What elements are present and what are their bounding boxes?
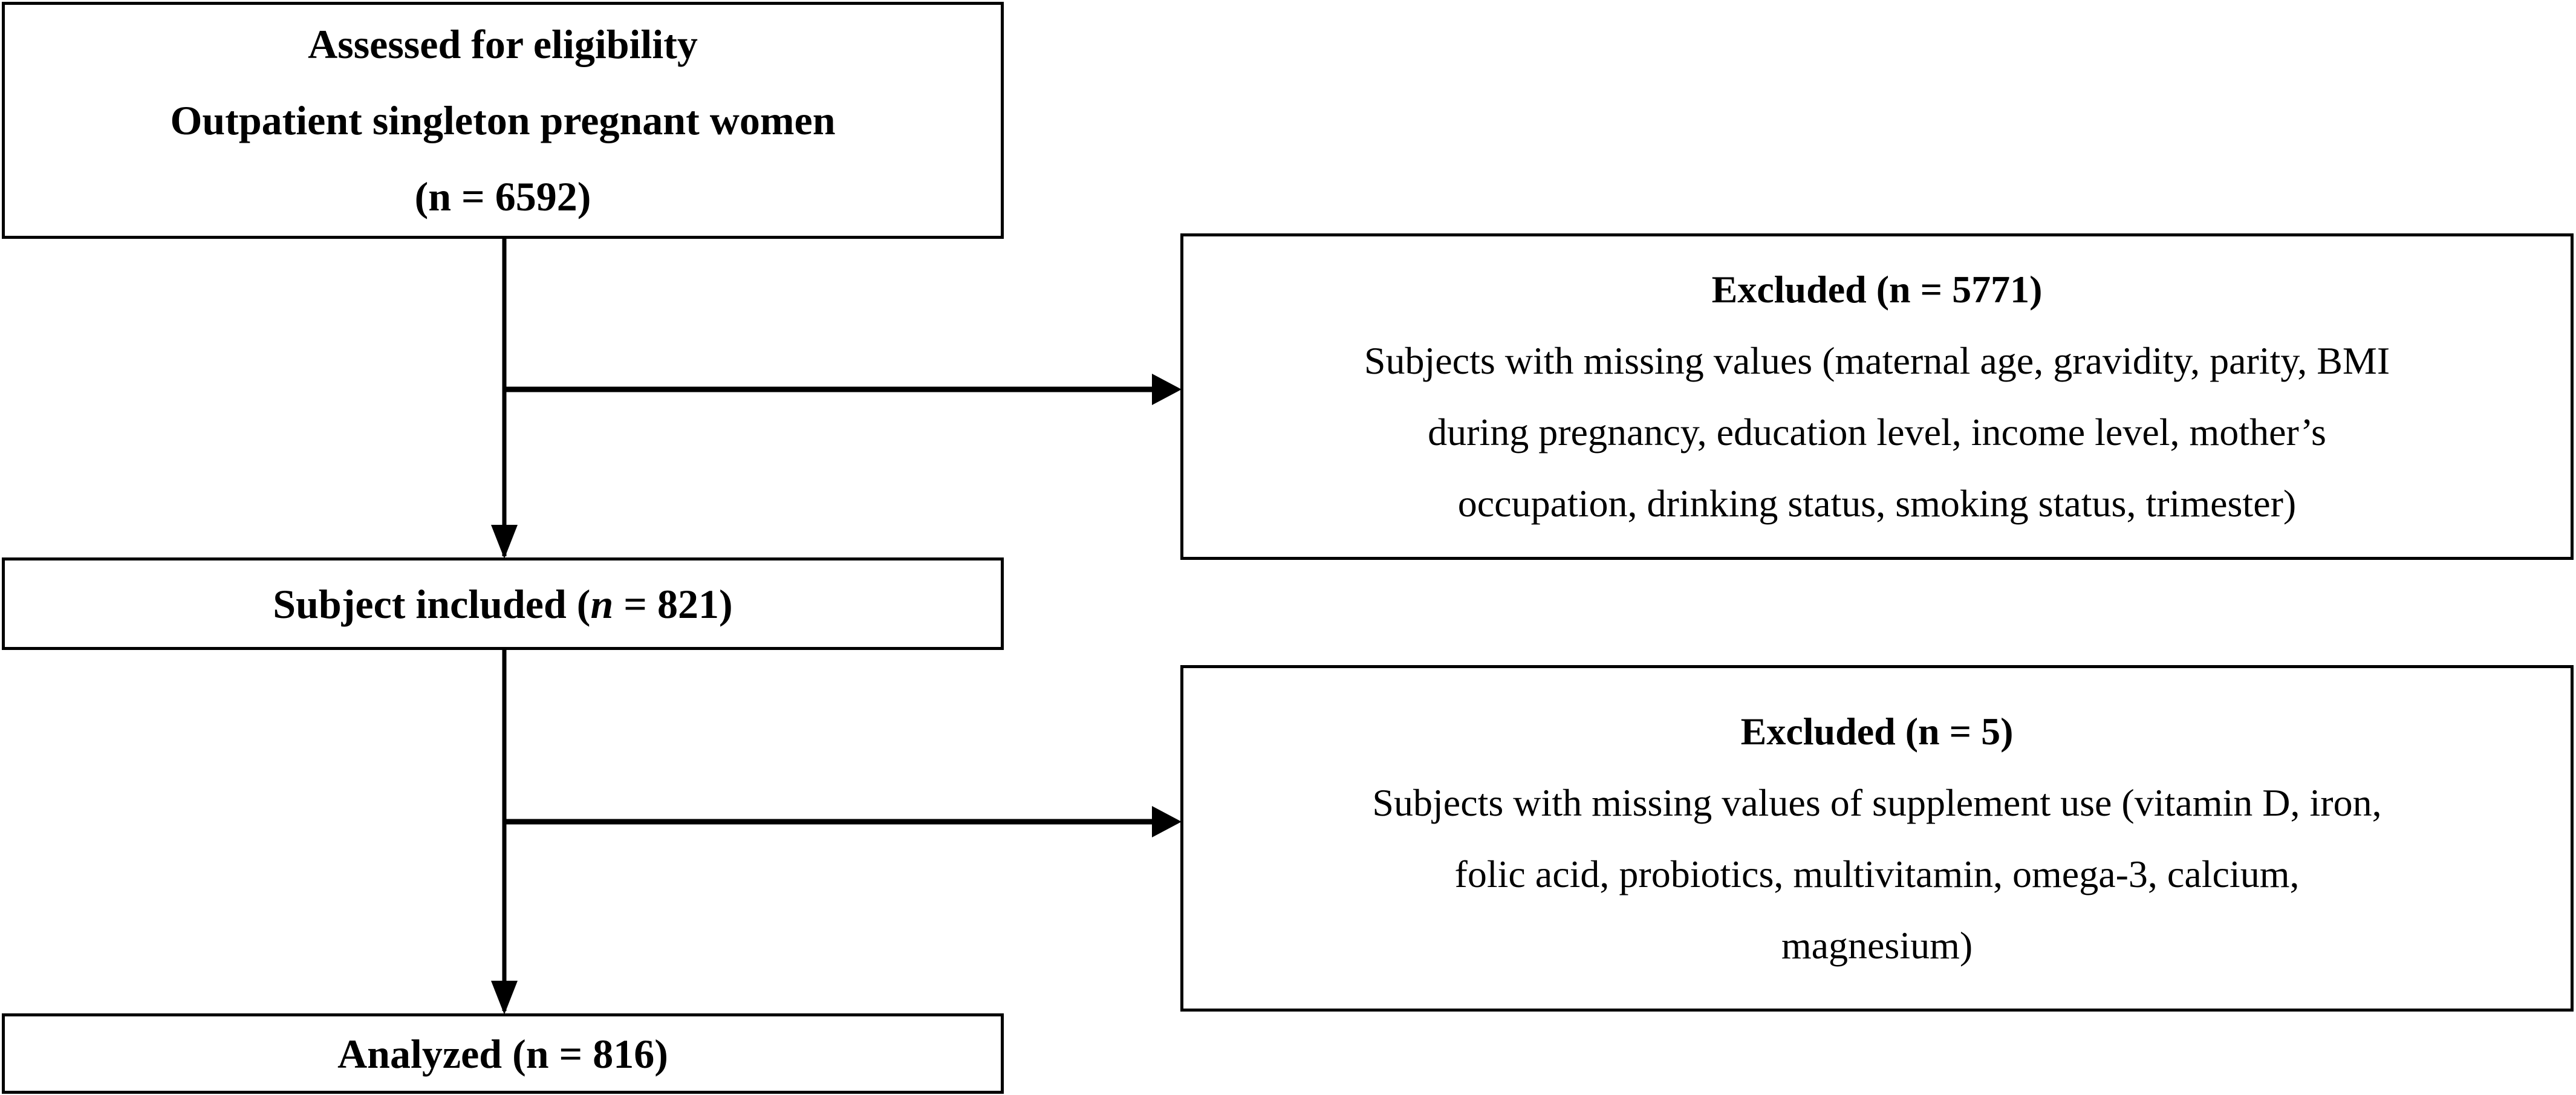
included-n: n xyxy=(590,580,614,627)
included-suffix: = 821) xyxy=(613,580,733,627)
excluded1-reason-line: during pregnancy, education level, incom… xyxy=(1428,411,2326,453)
arrow-to-excluded1 xyxy=(504,374,1182,405)
included-prefix: Subject included ( xyxy=(273,580,591,627)
assessed-count: (n = 6592) xyxy=(414,174,591,219)
excluded2-box: Excluded (n = 5) Subjects with missing v… xyxy=(1180,665,2574,1012)
arrow-assessed-to-included xyxy=(491,238,518,559)
excluded2-title: Excluded (n = 5) xyxy=(1740,709,2014,753)
excluded2-reason-line: magnesium) xyxy=(1781,923,1973,967)
assessed-box: Assessed for eligibility Outpatient sing… xyxy=(2,2,1004,239)
excluded1-reason-line: occupation, drinking status, smoking sta… xyxy=(1457,482,2297,525)
analyzed-label: Analyzed (n = 816) xyxy=(337,1030,668,1077)
included-box: Subject included (n = 821) xyxy=(2,557,1004,650)
excluded1-box: Excluded (n = 5771) Subjects with missin… xyxy=(1180,233,2574,560)
assessed-title: Assessed for eligibility xyxy=(308,21,698,67)
excluded2-reason-line: Subjects with missing values of suppleme… xyxy=(1372,781,2382,824)
assessed-population: Outpatient singleton pregnant women xyxy=(170,97,836,143)
included-label: Subject included (n = 821) xyxy=(273,566,732,642)
arrow-included-to-analyzed xyxy=(491,649,518,1015)
excluded2-reason-line: folic acid, probiotics, multivitamin, om… xyxy=(1454,852,2300,895)
excluded1-title: Excluded (n = 5771) xyxy=(1711,268,2043,311)
analyzed-box: Analyzed (n = 816) xyxy=(2,1013,1004,1094)
excluded1-reason-line: Subjects with missing values (maternal a… xyxy=(1364,339,2390,382)
arrow-to-excluded2 xyxy=(504,806,1182,837)
